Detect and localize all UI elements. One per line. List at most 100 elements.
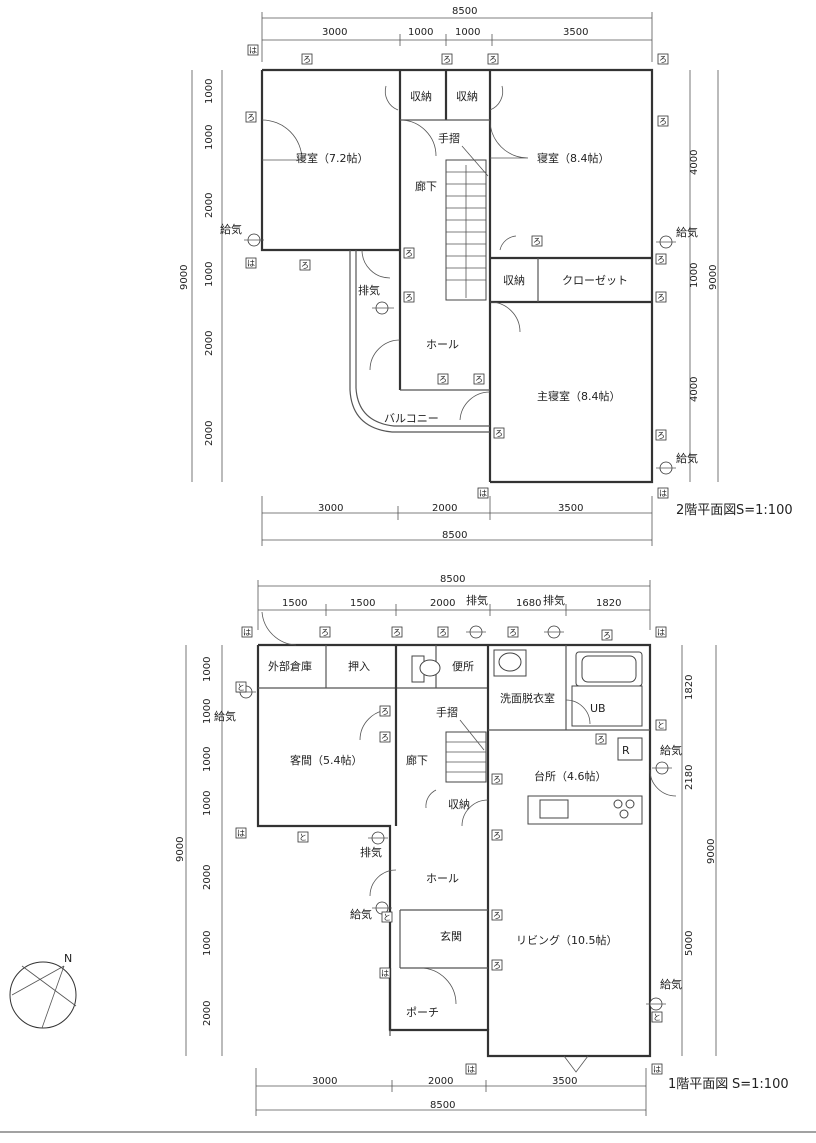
svg-text:ろ: ろ <box>493 831 501 840</box>
svg-text:は: は <box>657 628 665 637</box>
f1-porch: ポーチ <box>406 1006 439 1019</box>
f1-exhaust-3: 排気 <box>360 845 382 859</box>
f1-column-marks: は ろ ろ ろ ろ ろ は と ろ と ろ ろ ろ は と ろ と ろ は ろ … <box>235 626 667 1075</box>
svg-text:は: は <box>249 46 257 55</box>
svg-text:は: は <box>247 259 255 268</box>
f2-column-marks: は ろ ろ ろ ろ ろ ろ は ろ ろ ろ ろ ろ ろ ろ ろ ろ ろ は は <box>245 44 669 499</box>
svg-text:ろ: ろ <box>321 628 329 637</box>
f2-dim-left-3: 2000 <box>204 193 215 218</box>
svg-text:ろ: ろ <box>509 628 517 637</box>
f1-dim-left-6: 1000 <box>202 931 213 956</box>
f1-dim-top-5: 1820 <box>596 598 621 609</box>
f1-dim-left-7: 2000 <box>202 1001 213 1026</box>
f2-supply-1: 給気 <box>220 222 242 236</box>
f2-corridor: 廊下 <box>415 179 437 193</box>
f1-dim-left-total: 9000 <box>175 837 186 862</box>
f1-dim-bottom-2: 2000 <box>428 1076 453 1087</box>
f2-title: 2階平面図 <box>676 503 736 518</box>
f1-dim-left-2: 1000 <box>202 699 213 724</box>
f2-storage-3: 収納 <box>503 274 525 287</box>
f1-corridor: 廊下 <box>406 753 428 767</box>
f1-exhaust-icon-3 <box>368 831 388 845</box>
f1-title: 1階平面図 <box>668 1077 728 1092</box>
f1-exhaust-icon-2 <box>544 625 564 639</box>
f1-living: リビング（10.5帖） <box>516 933 618 947</box>
f2-balcony: バルコニー <box>384 412 439 425</box>
svg-text:ろ: ろ <box>495 429 503 438</box>
svg-text:ろ: ろ <box>301 261 309 270</box>
f2-dim-left-1: 1000 <box>204 79 215 104</box>
f2-dim-top-4: 3500 <box>563 27 588 38</box>
f1-dim-left-4: 1000 <box>202 791 213 816</box>
svg-text:ろ: ろ <box>439 628 447 637</box>
f2-dim-bottom-2: 2000 <box>432 503 457 514</box>
f2-dim-left-4: 1000 <box>204 262 215 287</box>
f1-dim-top-4: 1680 <box>516 598 541 609</box>
svg-text:と: と <box>299 833 307 842</box>
f2-dim-bottom-total: 8500 <box>442 530 467 541</box>
f2-dim-top-total: 8500 <box>452 6 477 17</box>
f1-exhaust-icon-1 <box>466 625 486 639</box>
f1-dim-bottom-3: 3500 <box>552 1076 577 1087</box>
svg-text:ろ: ろ <box>405 249 413 258</box>
f1-dim-left-5: 2000 <box>202 865 213 890</box>
f2-supply-3: 給気 <box>676 451 698 465</box>
f2-dim-right-2: 1000 <box>689 263 700 288</box>
f1-exhaust-1: 排気 <box>466 593 488 607</box>
f2-exhaust-icon <box>372 301 394 315</box>
floor1-plan: 8500 1500 1500 2000 1680 1820 排気 排気 1000… <box>9 574 789 1116</box>
f2-dim-left-5: 2000 <box>204 331 215 356</box>
f2-dim-left-2: 1000 <box>204 125 215 150</box>
f1-supply-1: 給気 <box>214 709 236 723</box>
svg-text:は: は <box>479 489 487 498</box>
f2-supply-2: 給気 <box>676 225 698 239</box>
f1-hall: ホール <box>426 872 459 885</box>
f2-master-bedroom: 主寝室（8.4帖） <box>537 389 621 403</box>
f2-handrail: 手摺 <box>438 131 460 145</box>
f2-dim-right-total: 9000 <box>708 265 719 290</box>
f1-dim-right-2: 2180 <box>684 765 695 790</box>
f1-washroom: 洗面脱衣室 <box>500 691 555 705</box>
f1-entrance: 玄関 <box>440 929 462 943</box>
svg-text:ろ: ろ <box>439 375 447 384</box>
f2-dim-left-6: 2000 <box>204 421 215 446</box>
f2-dims-left: 1000 1000 2000 1000 2000 2000 9000 <box>179 79 215 446</box>
f2-supply-icon-1 <box>244 233 264 247</box>
svg-text:と: と <box>657 721 665 730</box>
f1-toilet: 便所 <box>452 660 474 673</box>
svg-text:ろ: ろ <box>489 55 497 64</box>
f2-closet: クローゼット <box>562 274 628 287</box>
svg-text:ろ: ろ <box>493 961 501 970</box>
f2-bedroom-left: 寝室（7.2帖） <box>296 151 369 165</box>
svg-text:と: と <box>237 683 245 692</box>
f2-dim-left-total: 9000 <box>179 265 190 290</box>
svg-text:ろ: ろ <box>405 293 413 302</box>
f2-dim-right-1: 4000 <box>689 150 700 175</box>
f1-oshiire: 押入 <box>348 659 370 673</box>
svg-text:ろ: ろ <box>659 117 667 126</box>
f2-dim-bottom-3: 3500 <box>558 503 583 514</box>
svg-text:ろ: ろ <box>657 293 665 302</box>
svg-text:ろ: ろ <box>657 255 665 264</box>
f1-supply-2: 給気 <box>660 743 682 757</box>
f1-dim-top-1: 1500 <box>282 598 307 609</box>
f1-outdoor-storage: 外部倉庫 <box>268 659 312 673</box>
f2-scale: S=1:100 <box>736 503 793 518</box>
svg-text:ろ: ろ <box>393 628 401 637</box>
svg-text:と: と <box>653 1013 661 1022</box>
f2-supply-icon-2 <box>656 235 676 249</box>
f1-storage: 収納 <box>448 798 470 811</box>
f1-supply-3: 給気 <box>350 907 372 921</box>
f1-dim-top-total: 8500 <box>440 574 465 585</box>
svg-text:ろ: ろ <box>493 911 501 920</box>
f2-exhaust: 排気 <box>358 283 380 297</box>
compass-icon: N <box>9 952 77 1029</box>
f1-supply-icon-4 <box>646 997 666 1011</box>
svg-text:ろ: ろ <box>381 733 389 742</box>
svg-text:ろ: ろ <box>475 375 483 384</box>
floor2-plan: 8500 3000 1000 1000 3500 1000 1000 2000 … <box>179 6 793 546</box>
f1-handrail: 手摺 <box>436 705 458 719</box>
f2-dim-top-2: 1000 <box>408 27 433 38</box>
f1-dim-left-3: 1000 <box>202 747 213 772</box>
svg-text:ろ: ろ <box>597 735 605 744</box>
